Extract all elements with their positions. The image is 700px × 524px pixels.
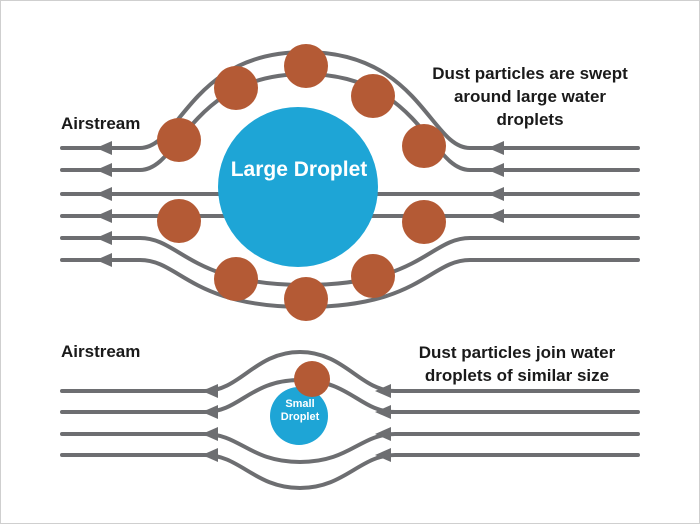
streamline-bottom-4 [60, 453, 640, 491]
arrowhead [375, 384, 391, 398]
bottom-arrowheads [202, 384, 391, 462]
dust-particle [157, 199, 201, 243]
arrowhead [96, 231, 112, 245]
streamline-bottom-3 [60, 432, 640, 465]
caption-top: Dust particles are swept around large wa… [432, 64, 628, 129]
arrowhead [488, 209, 504, 223]
dust-particle [294, 361, 330, 397]
arrowhead [202, 448, 218, 462]
arrowhead [96, 209, 112, 223]
airstream-label-bottom: Airstream [61, 342, 141, 361]
dust-particle [214, 257, 258, 301]
arrowhead [96, 253, 112, 267]
arrowhead [96, 187, 112, 201]
caption-bottom: Dust particles join water droplets of si… [418, 343, 616, 385]
arrowhead [202, 405, 218, 419]
arrowhead [96, 141, 112, 155]
dust-particle [402, 200, 446, 244]
dust-particle [402, 124, 446, 168]
dust-particle [284, 44, 328, 88]
large-droplet-label: Large Droplet [230, 158, 368, 181]
dust-particle [351, 74, 395, 118]
airstream-label-top: Airstream [61, 114, 141, 133]
dust-particle [214, 66, 258, 110]
dust-particle [157, 118, 201, 162]
streamline-bottom-1 [60, 349, 640, 393]
dust-particle [351, 254, 395, 298]
top-arrowheads [96, 141, 504, 267]
arrowhead [202, 427, 218, 441]
arrowhead [202, 384, 218, 398]
top-dust-particles [157, 44, 446, 321]
dust-particle [284, 277, 328, 321]
arrowhead [375, 427, 391, 441]
small-droplet [270, 387, 328, 445]
arrowhead [488, 187, 504, 201]
arrowhead [96, 163, 112, 177]
large-droplet [218, 107, 378, 267]
arrowhead [375, 448, 391, 462]
arrowhead [488, 163, 504, 177]
arrowhead [375, 405, 391, 419]
small-droplet-label: Small Droplet [280, 398, 320, 423]
arrowhead [488, 141, 504, 155]
